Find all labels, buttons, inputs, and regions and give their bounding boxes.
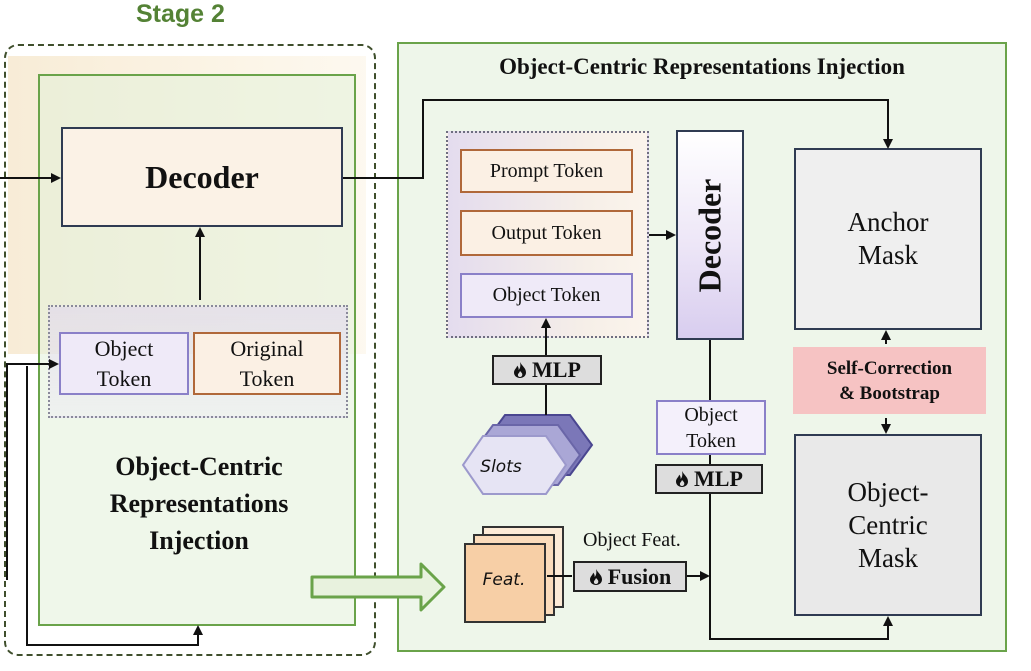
lower-object-token-line1: Object (684, 403, 738, 426)
left-panel-title-line1: Object-Centric (115, 452, 283, 481)
object-centric-mask: Object- Centric Mask (794, 434, 982, 616)
mlp-lower-label: MLP (694, 466, 743, 491)
fusion-block: Fusion (573, 561, 687, 592)
left-object-token-line1: Object (94, 335, 154, 361)
flame-icon (589, 568, 602, 585)
feat-label: Feat. (482, 570, 526, 590)
left-object-token-line2: Token (96, 365, 152, 391)
left-original-token: Original Token (193, 332, 341, 395)
ocmask-line3: Mask (858, 542, 918, 573)
lower-object-token: Object Token (656, 400, 766, 455)
left-decoder-block: Decoder (61, 127, 343, 227)
output-token: Output Token (460, 210, 633, 256)
flame-icon (514, 362, 527, 378)
left-original-token-line2: Token (239, 365, 295, 391)
lower-object-token-line2: Token (686, 429, 736, 452)
transition-arrow (310, 562, 446, 612)
anchor-mask: Anchor Mask (794, 148, 982, 330)
right-panel-title: Object-Centric Representations Injection (499, 54, 905, 79)
stage-title: Stage 2 (136, 0, 225, 28)
left-original-token-line1: Original (230, 335, 304, 361)
stage2-dashed-border (4, 44, 376, 656)
ocmask-line2: Centric (848, 509, 928, 540)
left-panel-title: Object-Centric Representations Injection (60, 448, 338, 559)
prompt-token: Prompt Token (460, 149, 633, 193)
left-panel-title-line2: Representations (109, 489, 289, 518)
anchor-mask-line2: Mask (857, 240, 918, 270)
self-correction-bootstrap: Self-Correction & Bootstrap (793, 347, 986, 414)
anchor-mask-line1: Anchor (847, 207, 929, 237)
object-feat-label: Object Feat. (583, 529, 681, 551)
slots-stack (461, 414, 594, 495)
mlp-top-label: MLP (532, 357, 581, 382)
ocmask-line1: Object- (847, 476, 929, 507)
left-object-token: Object Token (59, 332, 189, 395)
mlp-block-top: MLP (492, 355, 602, 385)
feature-stack (464, 526, 564, 623)
object-token: Object Token (460, 273, 633, 318)
mlp-block-lower: MLP (655, 464, 763, 494)
flame-icon (676, 471, 689, 487)
fusion-label: Fusion (607, 563, 672, 589)
left-panel-title-line3: Injection (149, 526, 249, 555)
self-correction-line1: Self-Correction (826, 357, 953, 379)
slots-label: Slots (480, 457, 522, 477)
self-correction-line2: & Bootstrap (839, 382, 940, 404)
right-decoder-block (676, 130, 744, 340)
